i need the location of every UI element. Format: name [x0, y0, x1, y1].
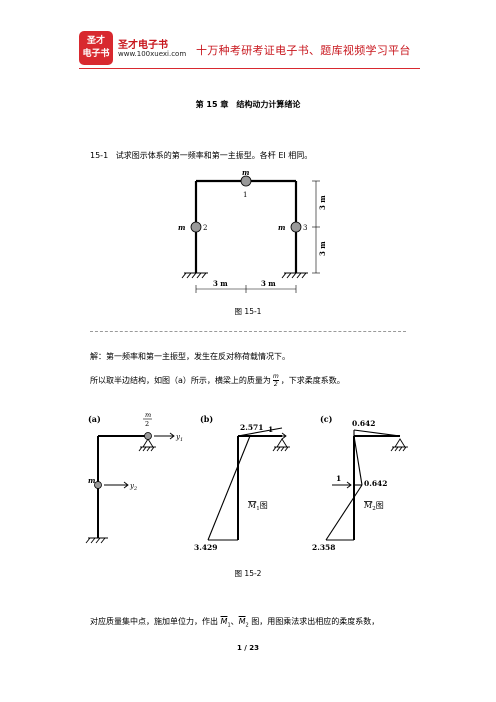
fig2a-y1: y1 [175, 433, 183, 443]
fig2a-y2-symbol: y [129, 482, 135, 490]
fig2b-load: 1 [268, 425, 273, 434]
fig2b-top-value: 2.571 [240, 423, 264, 432]
m2-sub: 2 [245, 622, 249, 629]
problem-statement: 15-1 试求图示体系的第一频率和第一主振型。各杆 EI 相同。 [90, 150, 312, 161]
figure-15-1-caption: 图 15-1 [234, 307, 262, 316]
fig2a-mass-top-den: 2 [145, 420, 149, 428]
fig2a-label: (a) [88, 414, 101, 424]
fig2a-mass-top-num: m [145, 411, 151, 419]
page-number: 1 / 23 [236, 644, 260, 652]
fig1-node-right: 3 [303, 224, 307, 232]
logo-line2: 电子书 [82, 49, 110, 59]
solution-line2-post: ，下求柔度系数。 [280, 376, 345, 385]
fig2b-diagram-sub: 1 [256, 506, 260, 512]
flexibility-text: 对应质量集中点，施加单位力，作出 M1、M2 图，用图乘法求出相应的柔度系数， [90, 616, 379, 629]
fig2a-y1-sub: 1 [180, 437, 183, 443]
fig1-mass-right: m [278, 223, 285, 232]
flexibility-text-pre: 对应质量集中点，施加单位力，作出 [90, 617, 218, 626]
fig2c-label: (c) [320, 414, 333, 424]
fig2c-diagram-label: M2图 [363, 501, 384, 512]
header-divider [79, 68, 420, 69]
figure-15-2-a: (a) m 2 y1 m y2 [85, 411, 183, 544]
logo-line1: 圣才 [86, 36, 105, 46]
fig2c-diagram-suffix: 图 [376, 501, 384, 510]
m1-sub: 1 [227, 622, 231, 629]
fraction-numerator: m [272, 373, 279, 381]
section-divider [90, 331, 406, 332]
figure-15-1: m 1 m 2 m 3 3 m 3 m 3 m 3 m [178, 168, 327, 293]
figure-15-2-caption: 图 15-2 [234, 569, 262, 578]
brand-logo: 圣才 电子书 [79, 31, 113, 65]
fig2a-mass-mid: m [88, 476, 95, 485]
m1-symbol: M [220, 617, 228, 626]
brand-url[interactable]: www.100xuexi.com [118, 50, 187, 58]
figure-15-2-c: (c) 0.642 1 0.642 2.358 M2图 [312, 414, 408, 552]
fig2b-bottom-value: 3.429 [194, 543, 218, 552]
fig1-node-left: 2 [203, 224, 207, 232]
problem-number: 15-1 [90, 151, 109, 160]
fig1-mass-left: m [178, 223, 185, 232]
fig2a-y2: y2 [129, 482, 137, 492]
fig1-mass-top: m [242, 168, 249, 177]
fraction-denominator: 2 [273, 381, 278, 388]
fig2c-load: 1 [336, 474, 341, 483]
fig2a-y2-sub: 2 [133, 486, 137, 492]
brand-name: 圣才电子书 [118, 40, 168, 51]
flexibility-text-post: 图，用图乘法求出相应的柔度系数， [251, 617, 380, 626]
fig1-dim-v1: 3 m [318, 195, 327, 210]
fig1-dim-h1: 3 m [213, 279, 228, 288]
solution-line2-pre: 所以取半边结构，如图（a）所示，横梁上的质量为 [90, 376, 271, 385]
fig2c-mid-value: 0.642 [364, 479, 388, 488]
fig2b-label: (b) [200, 414, 213, 424]
fig2c-top-value: 0.642 [352, 419, 376, 428]
fig2b-diagram-symbol: M [247, 501, 257, 510]
fig1-node-top: 1 [243, 191, 247, 199]
flexibility-text-sep: 、 [230, 617, 239, 626]
fig2b-diagram-label: M1图 [247, 501, 268, 512]
solution-line1: 解：第一频率和第一主振型，发生在反对称荷载情况下。 [90, 352, 290, 361]
header-slogan: 十万种考研考证电子书、题库视频学习平台 [196, 44, 411, 57]
m2-symbol: M [238, 617, 246, 626]
fig2c-diagram-symbol: M [363, 501, 373, 510]
problem-text: 试求图示体系的第一频率和第一主振型。各杆 EI 相同。 [115, 151, 313, 160]
fig2c-bottom-value: 2.358 [312, 543, 336, 552]
figure-15-2-b: (b) 2.571 1 3.429 M1图 [194, 414, 290, 552]
fig2a-y1-symbol: y [175, 433, 181, 441]
fig1-dim-v2: 3 m [318, 241, 327, 256]
fig2c-diagram-sub: 2 [372, 506, 376, 512]
fig2b-diagram-suffix: 图 [260, 501, 268, 510]
chapter-title: 第 15 章 结构动力计算绪论 [195, 100, 301, 109]
fig1-dim-h2: 3 m [261, 279, 276, 288]
